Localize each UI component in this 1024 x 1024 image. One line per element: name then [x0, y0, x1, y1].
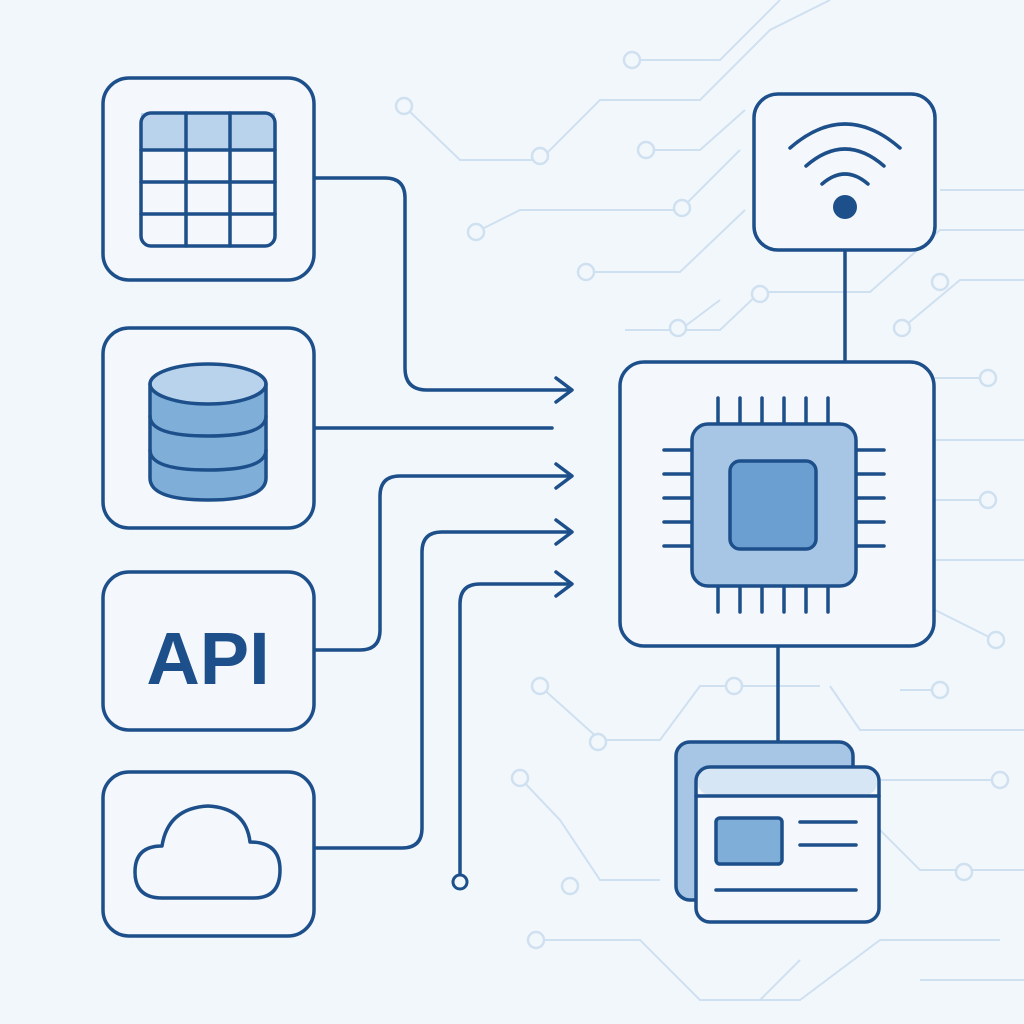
- background-circuit-traces: [394, 0, 1024, 1001]
- source-connectors: [312, 176, 574, 891]
- arrowhead-cloud: [554, 518, 574, 546]
- arrowhead-extra: [554, 570, 574, 598]
- source-database-card[interactable]: [101, 326, 316, 530]
- output-dashboard-card[interactable]: [674, 740, 881, 924]
- output-connectors: [776, 248, 847, 744]
- processor-hub-card[interactable]: [618, 360, 936, 648]
- table-grid-icon: [139, 111, 277, 248]
- source-cloud-card[interactable]: [101, 770, 316, 938]
- source-table-card[interactable]: [101, 76, 316, 282]
- connector-cloud: [312, 530, 570, 850]
- output-wifi-card[interactable]: [752, 92, 937, 252]
- arrowhead-api: [554, 462, 574, 490]
- cpu-chip-icon: [662, 396, 886, 614]
- cloud-icon: [133, 804, 282, 900]
- source-api-card[interactable]: API: [101, 570, 316, 732]
- connector-extra-node: [451, 873, 469, 891]
- api-label: API: [146, 617, 269, 700]
- connector-extra: [458, 582, 570, 880]
- connector-api: [312, 474, 570, 652]
- connector-table: [312, 176, 570, 392]
- database-icon: [148, 362, 268, 502]
- wifi-icon: [788, 122, 902, 219]
- front-window: [694, 765, 881, 924]
- cpu-chip-core: [728, 459, 818, 551]
- browser-window-icon: [694, 769, 881, 892]
- arrowhead-table: [554, 376, 574, 404]
